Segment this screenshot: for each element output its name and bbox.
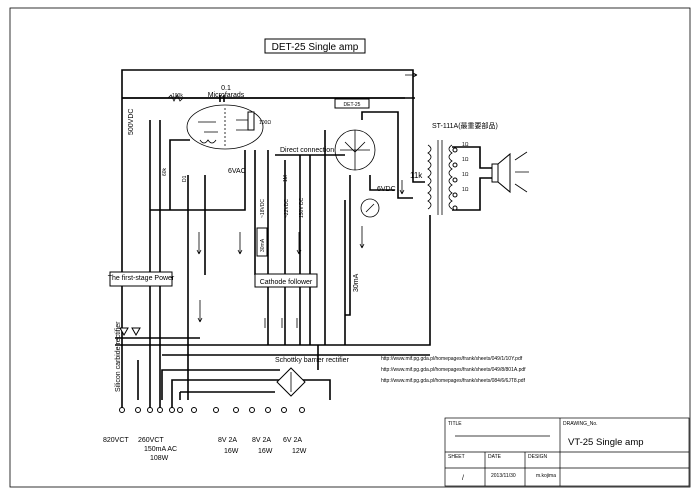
b-plus-voltage: 500VDC (128, 109, 135, 135)
winding-820vct: 820VCT (103, 437, 129, 444)
ccs-component (256, 227, 268, 257)
voltage-22vdc: ~22VDC (284, 199, 290, 218)
resistor-100k (167, 94, 184, 102)
title-block-date-value: 2013/11/30 (491, 473, 516, 479)
output-transformer (427, 140, 492, 215)
cathode-follower-box (254, 273, 318, 288)
resistor-100ohm (247, 111, 255, 131)
winding-108w: 108W (150, 455, 169, 462)
winding-260vct: 260VCT (138, 437, 164, 444)
winding-3-voltage: 6V 2A (283, 437, 302, 444)
current-30ma: 30mA (353, 273, 360, 292)
first-stage-power-box (109, 271, 173, 287)
title-block-drawing-title: VT-25 Single amp (568, 437, 644, 448)
winding-150ma: 150mA AC (144, 446, 177, 453)
datasheet-link-801a[interactable]: http://www.mif.pg.gda.pl/homepages/frank… (381, 367, 526, 373)
det25-tag-box (334, 98, 370, 109)
title-block-design-value: m.kojima (536, 473, 556, 479)
title-block-design-header: DESIGN (528, 454, 548, 460)
heater-6vac-label: 6VAC (228, 168, 246, 175)
diagram-title: DET-25 Single amp (272, 42, 359, 53)
title-block-drawing-header: DRAWING_No. (563, 421, 598, 427)
resistor-100k-label: 100k (172, 93, 183, 99)
cathode-follower-label: Cathode follower (260, 279, 313, 286)
tap-label-4: 1Ω (462, 187, 469, 193)
det25-tag-label: DET-25 (344, 102, 361, 108)
voltage-18vdc: ~18VDC (260, 199, 266, 218)
datasheet-link-6jt8[interactable]: http://www.mif.pg.gda.pl/homepages/frank… (381, 378, 526, 384)
meter (360, 198, 380, 218)
voltage-150vdc: 150V DC (299, 197, 305, 218)
winding-2-voltage: 8V 2A (252, 437, 271, 444)
silicon-rectifier (119, 327, 141, 337)
capacitor-unit: Microfarads (208, 92, 245, 99)
winding-1-voltage: 8V 2A (218, 437, 237, 444)
output-tube-det25 (334, 129, 376, 171)
sheet-border (9, 7, 691, 488)
resistor-60k-label: 60k (162, 167, 168, 176)
winding-1-power: 16W (224, 448, 239, 455)
current-arrows (196, 72, 418, 323)
silicon-rectifier-label: Silicon carbide rectifier (115, 321, 122, 392)
heater-6vdc-label: 6VDC (377, 186, 396, 193)
input-tube-6jt8 (186, 104, 264, 150)
title-block-sheet-value: / (462, 475, 464, 482)
winding-3-power: 12W (292, 448, 307, 455)
primary-impedance-label: 11k (410, 171, 423, 180)
tap-label-3: 1Ω (462, 172, 469, 178)
winding-2-power: 16W (258, 448, 273, 455)
datasheet-link-10y[interactable]: http://www.mif.pg.gda.pl/homepages/frank… (381, 356, 523, 362)
speaker-icon (491, 151, 529, 194)
resistor-1m-label: 1M (283, 175, 289, 182)
title-block-date-header: DATE (488, 454, 502, 460)
film-capacitors (264, 318, 301, 328)
title-box (264, 38, 366, 54)
title-block-title-header: TITLE (448, 421, 462, 427)
first-stage-power-label: The first-stage Power (108, 275, 175, 282)
wiring (115, 69, 431, 400)
capacitor-0.1uf (219, 95, 225, 102)
title-block (444, 417, 690, 487)
diode-label: D1 (182, 175, 188, 182)
tap-label-1: 1Ω (462, 142, 469, 148)
bridge-rectifier (276, 367, 306, 397)
power-transformer-terminals (119, 400, 305, 413)
ccs-label: 30mA (260, 238, 266, 252)
resistor-100ohm-label: 100Ω (259, 120, 271, 126)
direct-connection-label: Direct connection (280, 147, 334, 154)
title-block-sheet-header: SHEET (448, 454, 465, 460)
output-transformer-label: ST-111A(最重要部品) (432, 121, 498, 130)
capacitor-value: 0.1 (221, 85, 231, 92)
schottky-label: Schottky barrier rectifier (275, 357, 350, 364)
tap-label-2: 1Ω (462, 157, 469, 163)
